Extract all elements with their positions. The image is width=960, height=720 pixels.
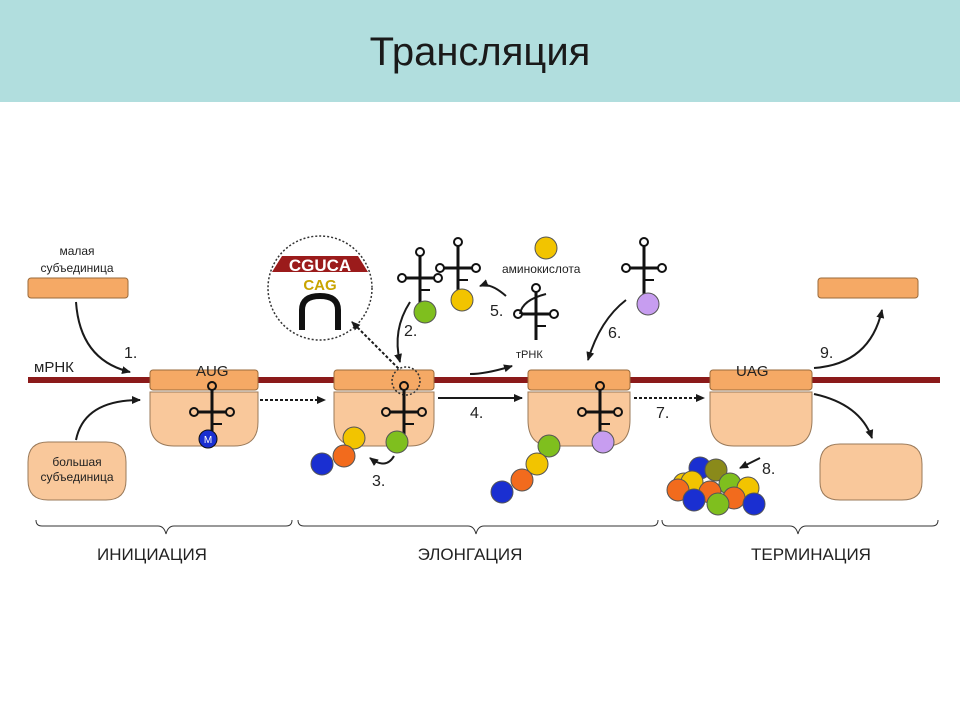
phase-elongation: ЭЛОНГАЦИЯ bbox=[418, 545, 523, 564]
brace-elongation bbox=[297, 519, 659, 535]
amino-acid bbox=[385, 430, 409, 454]
arrow-step-8 bbox=[739, 457, 761, 469]
amino-acid bbox=[682, 488, 706, 512]
step-2: 2. bbox=[404, 323, 417, 340]
step-4: 4. bbox=[470, 405, 483, 422]
ribosome-initiation bbox=[149, 391, 259, 447]
codon-zoom-band bbox=[272, 256, 368, 272]
amino-acid-label: аминокислота bbox=[502, 262, 581, 276]
arrow-peptide-bond bbox=[369, 455, 395, 466]
amino-acid bbox=[332, 444, 356, 468]
phase-termination: ТЕРМИНАЦИЯ bbox=[751, 545, 871, 564]
arrow-trna-entry bbox=[394, 301, 411, 363]
small-subunit-label-2: субъединица bbox=[40, 261, 113, 275]
large-subunit-label-1: большая bbox=[52, 455, 101, 469]
ribosome-small-elongation-1 bbox=[333, 369, 435, 391]
codon-stop: UAG bbox=[736, 363, 769, 380]
small-subunit-released bbox=[817, 277, 919, 299]
small-subunit bbox=[27, 277, 129, 299]
phase-initiation: ИНИЦИАЦИЯ bbox=[97, 545, 207, 564]
brace-initiation bbox=[35, 519, 293, 535]
amino-acid-free bbox=[534, 236, 558, 260]
large-subunit-label-2: субъединица bbox=[40, 470, 113, 484]
trna-icon-charging bbox=[434, 236, 482, 296]
arrow-small-subunit bbox=[75, 301, 131, 375]
amino-acid bbox=[413, 300, 437, 324]
anticodon-zoom-text: CAG bbox=[303, 277, 336, 294]
trna-icon-released bbox=[512, 282, 560, 342]
amino-acid bbox=[636, 292, 660, 316]
arrow-step-9-up bbox=[813, 309, 885, 369]
step-9: 9. bbox=[820, 345, 833, 362]
amino-acid bbox=[537, 434, 561, 458]
arrow-step-5-head bbox=[479, 279, 507, 297]
arrow-step-6 bbox=[586, 299, 627, 361]
methionine-label: M bbox=[204, 435, 212, 446]
mrna-label: мРНК bbox=[34, 359, 74, 376]
large-subunit-released bbox=[819, 443, 923, 501]
step-6: 6. bbox=[608, 325, 621, 342]
step-5: 5. bbox=[490, 303, 503, 320]
ribosome-small-elongation-2 bbox=[527, 369, 631, 391]
ribosome-termination bbox=[709, 391, 813, 447]
large-subunit bbox=[27, 441, 127, 501]
trna-icon-incoming-6 bbox=[620, 236, 668, 296]
step-3: 3. bbox=[372, 473, 385, 490]
arrow-step-5 bbox=[519, 293, 547, 315]
amino-acid bbox=[490, 480, 514, 504]
step-8: 8. bbox=[762, 461, 775, 478]
amino-acid bbox=[342, 426, 366, 450]
codon-highlight bbox=[391, 366, 421, 396]
methionine-ball bbox=[198, 429, 218, 449]
ribosome-small-initiation bbox=[149, 369, 259, 391]
step-1: 1. bbox=[124, 345, 137, 362]
brace-termination bbox=[661, 519, 939, 535]
amino-acid bbox=[510, 468, 534, 492]
arrow-trna-exit bbox=[469, 364, 513, 375]
ribosome-small-termination bbox=[709, 369, 813, 391]
amino-acid bbox=[591, 430, 615, 454]
small-subunit-label-1: малая bbox=[59, 244, 94, 258]
trna-loop-zoom bbox=[299, 292, 341, 330]
arrow-step-9-down bbox=[813, 393, 874, 439]
amino-acid bbox=[742, 492, 766, 516]
trna-icon-incoming-2 bbox=[396, 246, 444, 306]
amino-acid bbox=[525, 452, 549, 476]
page-title: Трансляция bbox=[369, 30, 591, 74]
title-banner bbox=[0, 0, 960, 102]
trna-label: тРНК bbox=[516, 349, 543, 361]
codon-zoom-text: CGUCA bbox=[289, 256, 351, 275]
amino-acid bbox=[450, 288, 474, 312]
amino-acid bbox=[706, 492, 730, 516]
arrow-large-subunit bbox=[75, 396, 141, 441]
codon-start: AUG bbox=[196, 363, 229, 380]
amino-acid bbox=[310, 452, 334, 476]
step-7: 7. bbox=[656, 405, 669, 422]
arrow-zoom bbox=[351, 321, 403, 373]
amino-acid bbox=[704, 458, 728, 482]
